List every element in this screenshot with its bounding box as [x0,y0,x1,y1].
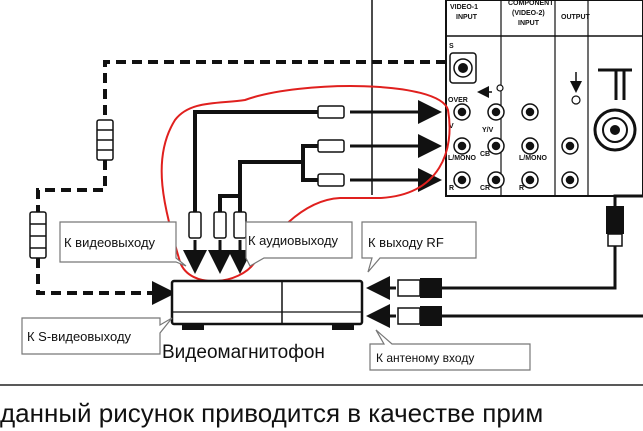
rca-jacks [453,103,579,189]
av-cables [193,110,318,212]
tv-back-panel: VIDEO-1 INPUT COMPONENT (VIDEO-2) INPUT … [445,0,643,197]
label-cb: CB [480,151,490,158]
rf-cables [366,194,643,328]
label-antenna-in: К антеному входу [376,351,474,365]
antenna-jack [593,68,637,152]
label-over: OVER [448,97,468,104]
label-audio-out: К аудиовыходу [248,233,339,248]
label-lmono-2: L/MONO [519,155,548,162]
callout-rf-out: К выходу RF [361,221,477,273]
label-video-out: К видеовыходу [64,235,156,250]
output-label: OUTPUT [561,14,591,21]
s-video-plug-2 [29,211,47,259]
label-rf-out: К выходу RF [368,235,444,250]
s-video-plug-1 [96,119,114,161]
callout-antenna-in: К антеному входу [369,329,531,371]
label-r-2: R [519,185,524,192]
rca-plugs-vcr [188,211,247,239]
video1-input-line1: VIDEO-1 [450,4,478,11]
callout-audio-out: К аудиовыходу [245,221,353,267]
callout-s-video-out: К S-видеовыходу [21,317,173,355]
s-label: S [449,43,454,50]
label-v: V [449,123,454,130]
label-yv: Y/V [482,127,494,134]
caption-text: данный рисунок приводится в качестве при… [0,398,544,428]
label-r-1: R [449,185,454,192]
label-lmono-1: L/MONO [448,155,477,162]
callout-video-out: К видеовыходу [59,221,187,267]
s-video-cable [36,60,446,295]
rca-plugs-panel [317,105,345,187]
component-line3: INPUT [518,20,540,27]
label-cr: CR [480,185,490,192]
label-vcr: Видеомагнитофон [162,342,325,363]
component-line1: COMPONENT [508,0,554,7]
component-line2: (VIDEO-2) [512,10,545,17]
vcr-device [170,279,364,330]
label-s-video-out: К S-видеовыходу [27,329,132,344]
video1-input-line2: INPUT [456,14,478,21]
